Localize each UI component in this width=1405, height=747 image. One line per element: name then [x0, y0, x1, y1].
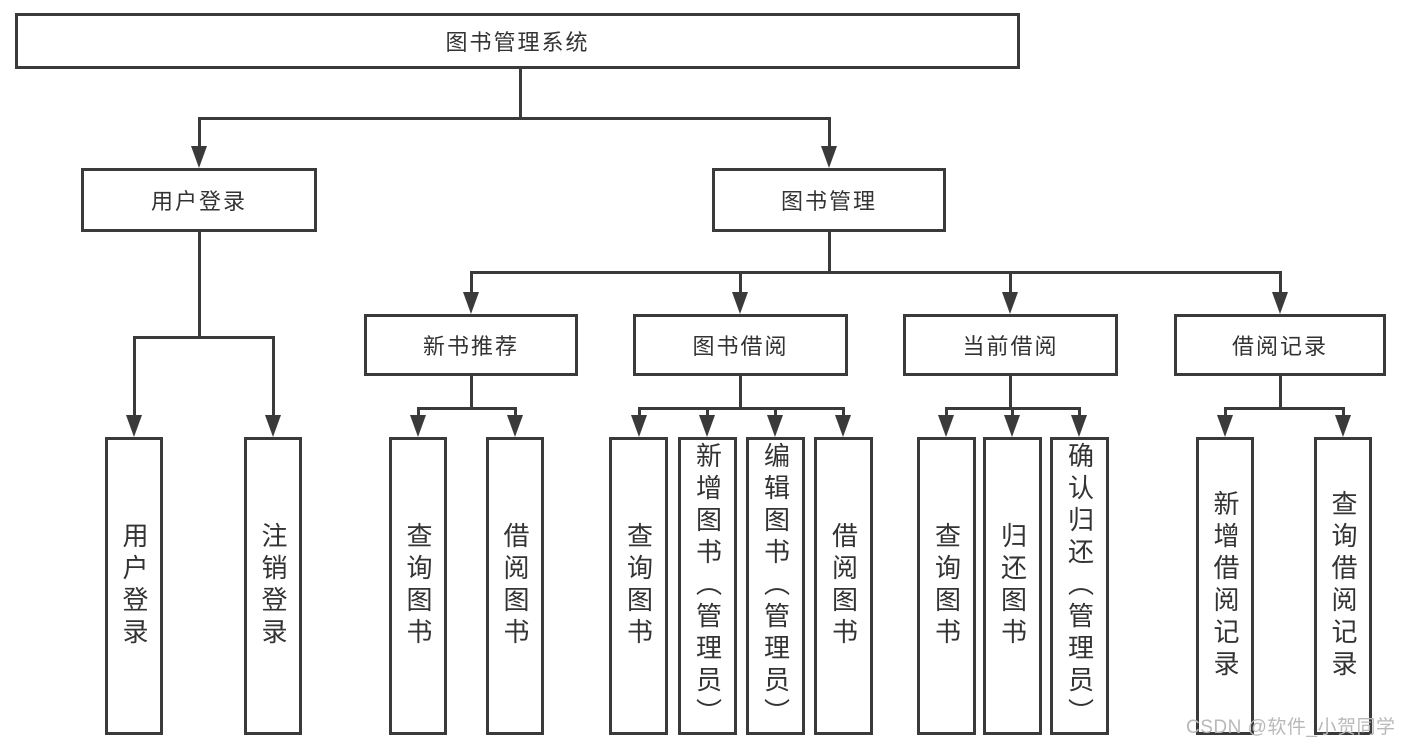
arrowhead-down-borrow-4 [835, 415, 851, 437]
csdn-watermark: CSDN @软件_小贺同学 [1186, 717, 1396, 738]
connector-mgmt-rail [470, 271, 1282, 274]
connector-line-to-book-management [828, 117, 831, 146]
leaf-recommend-query-books: 查询图书 [389, 437, 447, 735]
node-new-book-recommendation-label: 新书推荐 [422, 334, 519, 359]
node-user-login-label: 用户登录 [150, 189, 247, 214]
connector-line-borrow-4 [842, 407, 845, 415]
leaf-borrow-query-books: 查询图书 [609, 437, 668, 735]
connector-current-stub [1009, 376, 1012, 407]
node-borrowing-records-label: 借阅记录 [1231, 334, 1328, 359]
arrowhead-down-current-2 [1004, 415, 1020, 437]
leaf-current-query-books-label: 查询图书 [931, 522, 962, 650]
arrowhead-down-recommend-1 [410, 415, 426, 437]
connector-line-borrow-1 [638, 407, 641, 415]
leaf-logout-label: 注销登录 [258, 522, 288, 650]
arrowhead-down-records-1 [1217, 415, 1233, 437]
connector-user-stub [198, 232, 201, 336]
leaf-user-login: 用户登录 [105, 437, 163, 735]
arrowhead-down-borrowing-records [1272, 292, 1288, 314]
leaf-current-confirm-return-admin: 确认归还（管理员） [1050, 437, 1109, 735]
connector-recommend-rail [417, 407, 517, 410]
connector-line-to-leaf-user-login [133, 336, 136, 415]
node-current-borrowing: 当前借阅 [903, 314, 1118, 376]
leaf-user-login-label: 用户登录 [119, 522, 149, 650]
arrowhead-down-book-borrowing [732, 292, 748, 314]
arrowhead-down-records-2 [1335, 415, 1351, 437]
leaf-current-return-books-label: 归还图书 [997, 522, 1028, 650]
node-book-management: 图书管理 [712, 168, 946, 232]
arrowhead-down-user-login [191, 146, 207, 168]
arrowhead-down-leaf-logout [265, 415, 281, 437]
leaf-records-add-borrow-record-label: 新增借阅记录 [1210, 490, 1240, 682]
node-book-management-label: 图书管理 [780, 189, 877, 214]
arrowhead-down-current-borrowing [1002, 292, 1018, 314]
arrowhead-down-leaf-user-login [126, 415, 142, 437]
connector-line-records-1 [1224, 407, 1227, 415]
connector-borrow-stub [739, 376, 742, 407]
connector-line-to-book-borrowing [739, 271, 742, 292]
connector-borrow-rail [638, 407, 845, 410]
leaf-recommend-query-books-label: 查询图书 [403, 522, 433, 650]
connector-line-to-borrowing-records [1279, 271, 1282, 292]
connector-line-current-3 [1078, 407, 1081, 415]
node-root-label: 图书管理系统 [445, 30, 590, 55]
leaf-current-query-books: 查询图书 [917, 437, 976, 735]
connector-recommend-stub [470, 376, 473, 407]
connector-line-recommend-2 [514, 407, 517, 415]
connector-line-records-2 [1342, 407, 1345, 415]
arrowhead-down-recommend-2 [507, 415, 523, 437]
leaf-logout: 注销登录 [244, 437, 302, 735]
leaf-current-confirm-return-admin-label: 确认归还（管理员） [1064, 442, 1095, 730]
connector-line-to-user-login [198, 117, 201, 146]
connector-line-to-leaf-logout [272, 336, 275, 415]
leaf-borrow-edit-books-admin-label: 编辑图书（管理员） [760, 442, 791, 730]
leaf-recommend-borrow-books-label: 借阅图书 [500, 522, 530, 650]
leaf-borrow-edit-books-admin: 编辑图书（管理员） [746, 437, 805, 735]
connector-line-current-1 [945, 407, 948, 415]
leaf-records-query-borrow-record: 查询借阅记录 [1314, 437, 1372, 735]
connector-line-borrow-3 [774, 407, 777, 415]
connector-root-rail [198, 117, 831, 120]
arrowhead-down-recommendation [463, 292, 479, 314]
node-new-book-recommendation: 新书推荐 [364, 314, 578, 376]
connector-line-borrow-2 [706, 407, 709, 415]
leaf-current-return-books: 归还图书 [983, 437, 1042, 735]
arrowhead-down-borrow-1 [631, 415, 647, 437]
node-book-borrowing-label: 图书借阅 [692, 334, 789, 359]
leaf-records-add-borrow-record: 新增借阅记录 [1196, 437, 1254, 735]
node-book-borrowing: 图书借阅 [633, 314, 848, 376]
connector-line-to-current-borrowing [1009, 271, 1012, 292]
leaf-borrow-borrow-books-label: 借阅图书 [828, 522, 859, 650]
connector-line-current-2 [1011, 407, 1014, 415]
connector-root-stub [519, 69, 522, 117]
leaf-borrow-add-books-admin-label: 新增图书（管理员） [692, 442, 723, 730]
connector-records-stub [1279, 376, 1282, 407]
leaf-borrow-borrow-books: 借阅图书 [814, 437, 873, 735]
node-current-borrowing-label: 当前借阅 [962, 334, 1059, 359]
connector-line-recommend-1 [417, 407, 420, 415]
connector-user-rail [133, 336, 275, 339]
node-user-login: 用户登录 [81, 168, 317, 232]
arrowhead-down-borrow-3 [767, 415, 783, 437]
connector-records-rail [1224, 407, 1345, 410]
arrowhead-down-book-management [821, 146, 837, 168]
connector-line-to-recommendation [470, 271, 473, 292]
leaf-records-query-borrow-record-label: 查询借阅记录 [1328, 490, 1358, 682]
node-borrowing-records: 借阅记录 [1174, 314, 1386, 376]
leaf-recommend-borrow-books: 借阅图书 [486, 437, 544, 735]
arrowhead-down-current-3 [1071, 415, 1087, 437]
node-root: 图书管理系统 [15, 13, 1020, 69]
arrowhead-down-borrow-2 [699, 415, 715, 437]
connector-mgmt-stub [828, 232, 831, 271]
leaf-borrow-query-books-label: 查询图书 [623, 522, 654, 650]
arrowhead-down-current-1 [938, 415, 954, 437]
leaf-borrow-add-books-admin: 新增图书（管理员） [678, 437, 737, 735]
